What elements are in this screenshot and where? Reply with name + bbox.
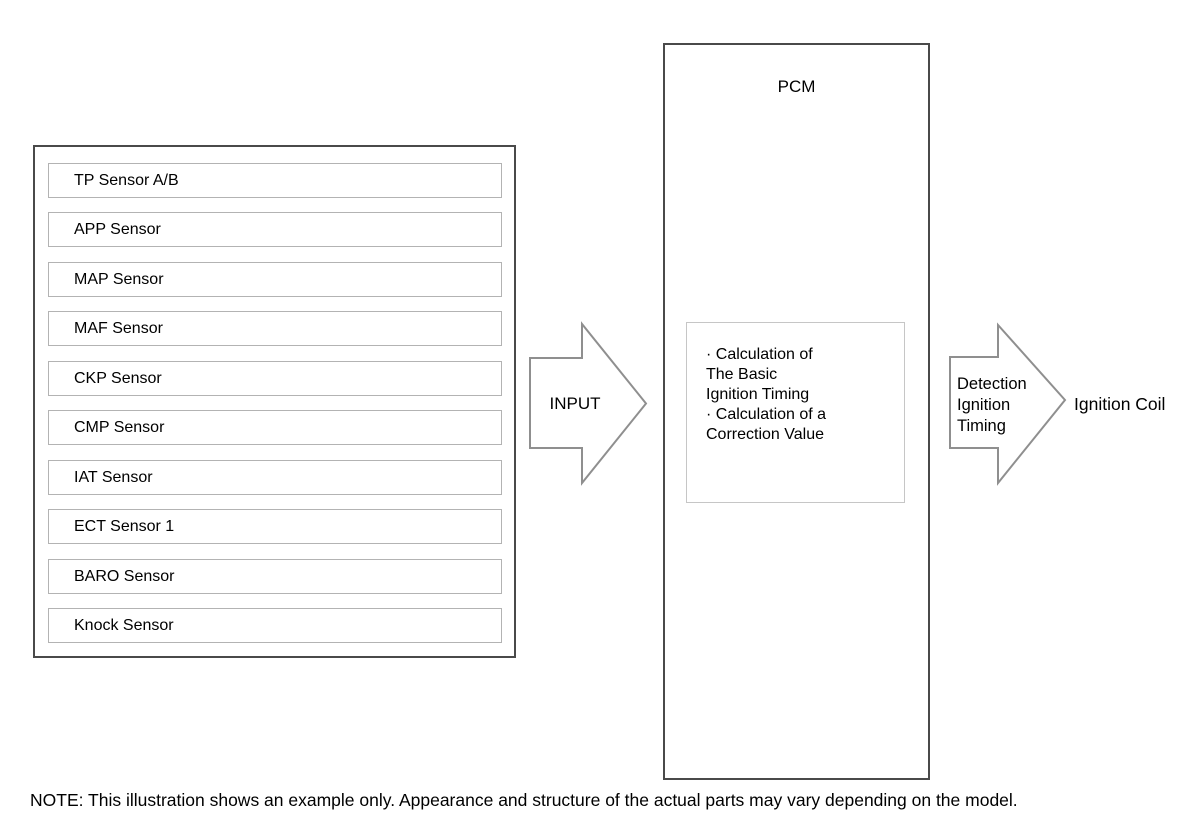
pcm-calculation-box: · Calculation of The Basic Ignition Timi…: [686, 322, 905, 503]
input-arrow-label: INPUT: [549, 394, 601, 413]
sensor-box-iat: IAT Sensor: [48, 460, 502, 495]
sensor-box-cmp: CMP Sensor: [48, 410, 502, 445]
sensor-box-map: MAP Sensor: [48, 262, 502, 297]
sensor-label: CKP Sensor: [74, 369, 162, 387]
output-arrow-line: Detection: [957, 375, 1027, 393]
sensor-label: BARO Sensor: [74, 567, 175, 585]
note-text: NOTE: This illustration shows an example…: [30, 790, 1018, 810]
ignition-coil-label: Ignition Coil: [1074, 394, 1166, 414]
sensor-label: ECT Sensor 1: [74, 517, 175, 535]
sensor-box-ect: ECT Sensor 1: [48, 509, 502, 544]
sensor-box-baro: BARO Sensor: [48, 559, 502, 594]
sensor-label: CMP Sensor: [74, 418, 165, 436]
pcm-title: PCM: [777, 77, 816, 96]
output-arrow-icon: [949, 322, 1067, 486]
calculation-line: · Calculation of a: [706, 406, 827, 423]
sensor-label: MAP Sensor: [74, 270, 164, 288]
sensor-group-box: TP Sensor A/B APP Sensor MAP Sensor MAF …: [33, 145, 516, 658]
calculation-line: The Basic: [706, 366, 778, 383]
sensor-box-knock: Knock Sensor: [48, 608, 502, 643]
sensor-box-ckp: CKP Sensor: [48, 361, 502, 396]
input-arrow-icon: [529, 321, 648, 486]
calculation-line: Correction Value: [706, 426, 824, 443]
sensor-box-app: APP Sensor: [48, 212, 502, 247]
output-arrow-line: Timing: [957, 417, 1006, 435]
sensor-label: Knock Sensor: [74, 616, 174, 634]
sensor-label: IAT Sensor: [74, 468, 153, 486]
calculation-line: Ignition Timing: [706, 386, 810, 403]
sensor-label: TP Sensor A/B: [74, 171, 179, 189]
sensor-box-tp: TP Sensor A/B: [48, 163, 502, 198]
sensor-label: APP Sensor: [74, 220, 161, 238]
sensor-box-maf: MAF Sensor: [48, 311, 502, 346]
output-arrow-line: Ignition: [957, 396, 1011, 414]
calculation-line: · Calculation of: [706, 346, 813, 363]
sensor-label: MAF Sensor: [74, 319, 163, 337]
pcm-box: PCM · Calculation of The Basic Ignition …: [663, 43, 930, 780]
output-arrow-label: Detection Ignition Timing: [957, 374, 1027, 437]
